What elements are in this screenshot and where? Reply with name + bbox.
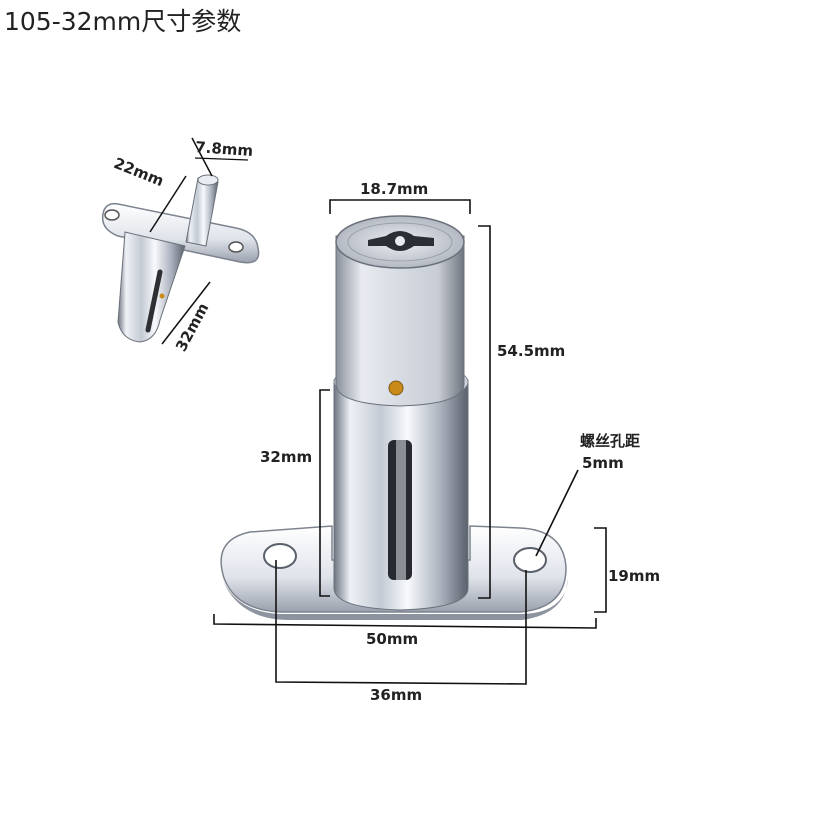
small-pin-top bbox=[197, 174, 219, 186]
label-screw-hole-spacing: 螺丝孔距 bbox=[580, 432, 641, 450]
dim-line-54-5mm bbox=[478, 225, 491, 599]
label-slot-height: 32mm bbox=[260, 448, 313, 466]
dim-line-19mm bbox=[594, 527, 607, 613]
main-lock-view bbox=[213, 199, 607, 685]
label-hole-spacing: 36mm bbox=[370, 686, 423, 704]
mount-plate-edge bbox=[222, 578, 568, 620]
dim-line-7-8mm bbox=[191, 137, 213, 177]
page-title: 105-32mm尺寸参数 bbox=[4, 7, 242, 36]
small-screw-hole-right bbox=[228, 241, 244, 253]
small-body-cylinder bbox=[117, 231, 186, 343]
dim-line-36mm bbox=[275, 560, 527, 685]
label-total-height: 54.5mm bbox=[497, 342, 566, 360]
small-lock-view bbox=[101, 137, 260, 345]
label-screw-hole-size: 5mm bbox=[582, 454, 624, 472]
upper-cylinder bbox=[335, 235, 465, 407]
small-slot bbox=[145, 269, 163, 333]
screw-hole-right bbox=[513, 547, 547, 573]
dim-line-32mm bbox=[319, 389, 330, 597]
keyway-pin bbox=[395, 236, 405, 246]
leader-screw-hole bbox=[535, 469, 579, 557]
slot-highlight bbox=[396, 440, 406, 580]
small-brass-dot bbox=[159, 293, 165, 299]
small-screw-hole-left bbox=[104, 209, 120, 221]
brass-dot bbox=[388, 380, 404, 396]
dim-line-small-32mm bbox=[161, 281, 211, 345]
lock-face-ring bbox=[347, 222, 453, 262]
dim-line-18-7mm bbox=[329, 199, 471, 214]
label-flange-width: 50mm bbox=[366, 630, 419, 648]
dim-line-7-8mm-h bbox=[194, 157, 249, 161]
small-mount-plate bbox=[101, 202, 260, 264]
label-cylinder-diameter: 18.7mm bbox=[360, 180, 429, 198]
label-flange-height: 19mm bbox=[608, 567, 661, 585]
dim-line-22mm bbox=[149, 175, 187, 233]
screw-hole-left bbox=[263, 543, 297, 569]
dim-line-50mm bbox=[213, 614, 597, 629]
